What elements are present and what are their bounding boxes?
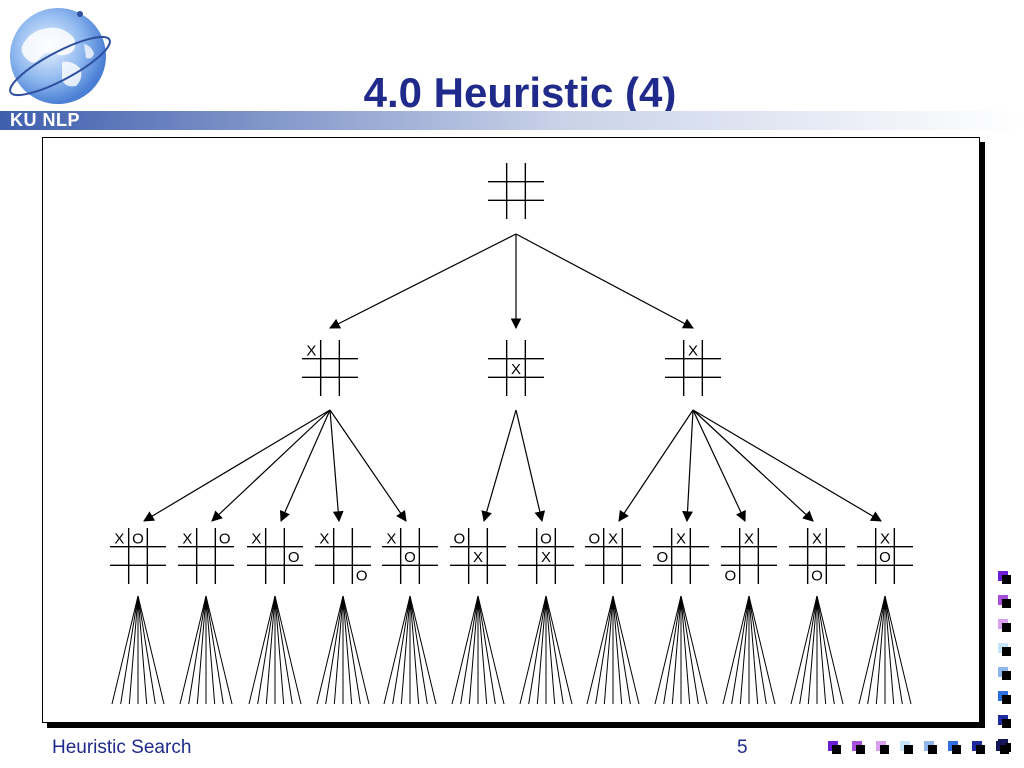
o-mark: O — [724, 568, 736, 585]
tree-edge — [692, 409, 882, 522]
deco-square-horizontal — [924, 741, 937, 754]
o-mark: O — [588, 530, 600, 547]
deco-square-vertical — [998, 643, 1011, 656]
slide-title: 4.0 Heuristic (4) — [363, 69, 677, 117]
globe-logo-icon — [9, 8, 111, 104]
deco-square-horizontal — [828, 741, 841, 754]
subtree-fan-7 — [519, 595, 573, 705]
board-level2-9: XO — [653, 528, 709, 584]
o-mark: O — [656, 549, 668, 566]
board-level2-4: XO — [315, 528, 371, 585]
tree-edge — [682, 409, 694, 523]
x-mark: X — [319, 530, 329, 547]
subtree-fan-4 — [316, 595, 370, 705]
tree-edge — [211, 409, 331, 522]
deco-square-vertical — [998, 691, 1011, 704]
deco-square-vertical — [998, 571, 1011, 584]
tree-edge — [481, 409, 517, 523]
page-number: 5 — [737, 737, 748, 758]
board-level2-7: OX — [518, 528, 574, 584]
x-mark: X — [688, 342, 698, 359]
deco-square-vertical — [998, 619, 1011, 632]
board-level2-11: XO — [789, 528, 845, 585]
subtree-fan-9 — [654, 595, 708, 705]
tree-edge — [618, 409, 694, 522]
tree-edge — [143, 409, 331, 522]
org-label: KU NLP — [10, 110, 80, 130]
board-level1-1: X — [302, 340, 358, 396]
board-level2-12: XO — [857, 528, 913, 584]
tree-edge — [329, 233, 517, 329]
tree-edge — [329, 409, 344, 523]
o-mark: O — [453, 530, 465, 547]
o-mark: O — [404, 549, 416, 566]
footer-title: Heuristic Search — [52, 737, 192, 758]
deco-square-horizontal — [900, 741, 913, 754]
header-band — [0, 111, 1024, 130]
board-level2-3: XO — [247, 528, 303, 584]
x-mark: X — [744, 530, 754, 547]
x-mark: X — [251, 530, 261, 547]
board-root — [488, 163, 544, 219]
x-mark: X — [608, 530, 618, 547]
deco-square-horizontal — [996, 741, 1009, 754]
tree-edge — [279, 409, 331, 522]
tree-edge — [692, 409, 814, 522]
board-level1-3: X — [665, 340, 721, 396]
x-mark: X — [511, 361, 521, 378]
subtree-fan-11 — [790, 595, 844, 705]
x-mark: X — [114, 530, 124, 547]
x-mark: X — [541, 549, 551, 566]
subtree-fan-12 — [858, 595, 912, 705]
x-mark: X — [306, 342, 316, 359]
x-mark: X — [880, 530, 890, 547]
o-mark: O — [132, 530, 144, 547]
board-level2-5: XO — [382, 528, 438, 584]
x-mark: X — [676, 530, 686, 547]
o-mark: O — [811, 568, 823, 585]
x-mark: X — [812, 530, 822, 547]
o-mark: O — [219, 530, 231, 547]
deco-square-horizontal — [852, 741, 865, 754]
subtree-fan-1 — [111, 595, 165, 705]
board-level2-6: OX — [450, 528, 506, 584]
o-mark: O — [356, 568, 368, 585]
o-mark: O — [879, 549, 891, 566]
tree-edge — [692, 409, 746, 522]
o-mark: O — [540, 530, 552, 547]
deco-square-vertical — [998, 667, 1011, 680]
deco-square-vertical — [998, 595, 1011, 608]
x-mark: X — [386, 530, 396, 547]
x-mark: X — [182, 530, 192, 547]
board-level1-2: X — [488, 340, 544, 396]
deco-square-horizontal — [948, 741, 961, 754]
deco-square-horizontal — [876, 741, 889, 754]
deco-square-horizontal — [972, 741, 985, 754]
subtree-fan-5 — [383, 595, 437, 705]
subtree-fan-8 — [586, 595, 640, 705]
subtree-fan-2 — [179, 595, 233, 705]
x-mark: X — [473, 549, 483, 566]
deco-square-vertical — [998, 715, 1011, 728]
subtree-fan-10 — [722, 595, 776, 705]
board-level2-10: XO — [721, 528, 777, 585]
tree-edge — [515, 409, 546, 523]
tree-edge — [329, 409, 407, 522]
tree-edge — [515, 233, 694, 329]
o-mark: O — [288, 549, 300, 566]
subtree-fan-3 — [248, 595, 302, 705]
subtree-fan-6 — [451, 595, 505, 705]
